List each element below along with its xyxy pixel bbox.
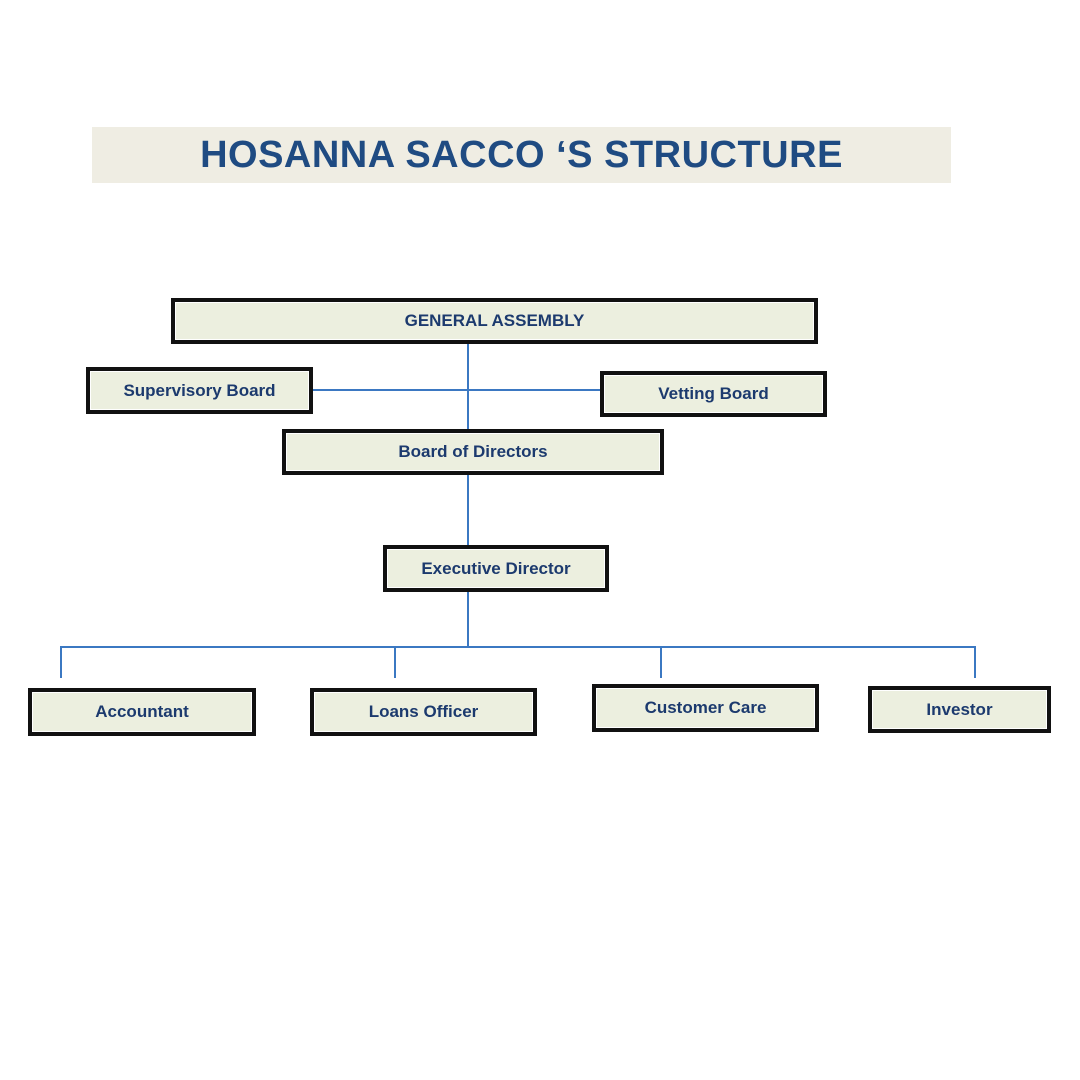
connector-accountant bbox=[60, 647, 62, 678]
node-label: Customer Care bbox=[644, 698, 767, 717]
node-label: Supervisory Board bbox=[123, 380, 276, 400]
node-investor: Investor bbox=[868, 686, 1051, 733]
node-executive-director: Executive Director bbox=[383, 545, 609, 592]
connector-supervisory-vetting bbox=[312, 389, 600, 391]
node-supervisory-board: Supervisory Board bbox=[86, 367, 313, 414]
node-board-of-directors: Board of Directors bbox=[282, 429, 664, 475]
title-banner: HOSANNA SACCO ‘S STRUCTURE bbox=[92, 127, 951, 183]
node-customer-care: Customer Care bbox=[592, 684, 819, 732]
connector-investor bbox=[974, 647, 976, 678]
connector-exec-down bbox=[467, 591, 469, 647]
node-label: GENERAL ASSEMBLY bbox=[404, 311, 585, 330]
node-label: Board of Directors bbox=[398, 442, 548, 461]
node-label: Accountant bbox=[95, 702, 189, 721]
connector-bod-exec bbox=[467, 474, 469, 545]
connector-ga-bod bbox=[467, 343, 469, 429]
node-label: Investor bbox=[926, 699, 993, 719]
node-general-assembly: GENERAL ASSEMBLY bbox=[171, 298, 818, 344]
node-loans-officer: Loans Officer bbox=[310, 688, 537, 736]
connector-customer-care bbox=[660, 647, 662, 678]
connector-loans-officer bbox=[394, 647, 396, 678]
node-label: Executive Director bbox=[421, 558, 571, 578]
node-label: Loans Officer bbox=[368, 702, 479, 721]
connector-staff-bar bbox=[60, 646, 976, 648]
node-vetting-board: Vetting Board bbox=[600, 371, 827, 417]
page-title: HOSANNA SACCO ‘S STRUCTURE bbox=[200, 133, 843, 176]
node-label: Vetting Board bbox=[658, 384, 769, 403]
node-accountant: Accountant bbox=[28, 688, 256, 736]
